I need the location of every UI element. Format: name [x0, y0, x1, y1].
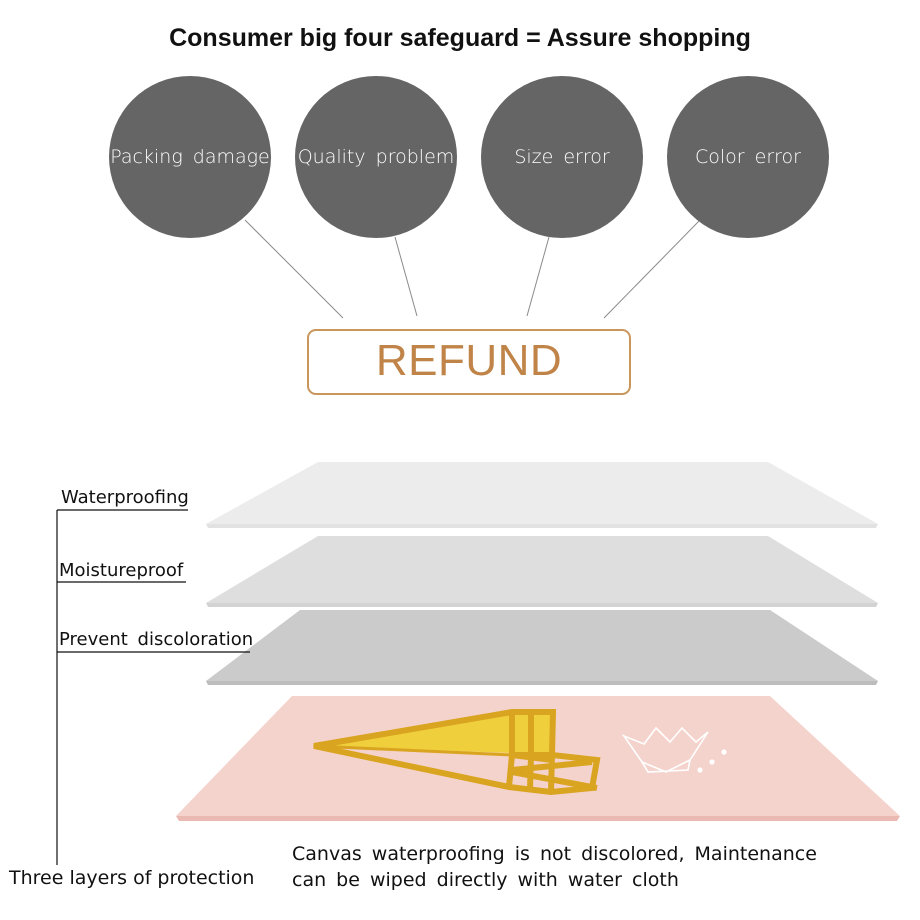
layer-label-moistureproof: Moistureproof	[59, 560, 184, 581]
canvas-caption: Canvas waterproofing is not discolored, …	[292, 841, 817, 893]
safeguard-label: Quality problem	[297, 146, 455, 168]
layer-label-waterproofing: Waterproofing	[61, 487, 189, 508]
safeguard-quality-problem: Quality problem	[295, 76, 457, 238]
layer-sheet-waterproofing	[206, 462, 878, 528]
crown-icon	[621, 726, 727, 773]
caption-line-2: can be wiped directly with water cloth	[292, 869, 679, 891]
refund-badge: REFUND	[307, 329, 631, 395]
safeguard-label: Size error	[514, 146, 610, 168]
layer-sheet-prevent-discoloration	[206, 610, 878, 685]
gold-diamond-icon	[313, 709, 601, 796]
connector-line-3	[526, 236, 550, 317]
connector-lines	[244, 219, 701, 319]
protection-summary-label: Three layers of protection	[9, 867, 255, 889]
layer-label-prevent-discoloration: Prevent discoloration	[59, 629, 254, 650]
safeguard-label: Packing damage	[110, 146, 270, 168]
safeguard-packing-damage: Packing damage	[109, 76, 271, 238]
safeguard-label: Color error	[695, 146, 801, 168]
protection-bracket	[56, 509, 250, 865]
safeguard-color-error: Color error	[667, 76, 829, 238]
safeguard-size-error: Size error	[481, 76, 643, 238]
connector-line-4	[603, 219, 701, 319]
page-title: Consumer big four safeguard = Assure sho…	[169, 24, 751, 52]
connector-line-2	[394, 236, 418, 317]
layer-sheet-moistureproof	[206, 536, 878, 607]
connector-line-1	[244, 219, 344, 319]
caption-line-1: Canvas waterproofing is not discolored, …	[292, 843, 817, 865]
